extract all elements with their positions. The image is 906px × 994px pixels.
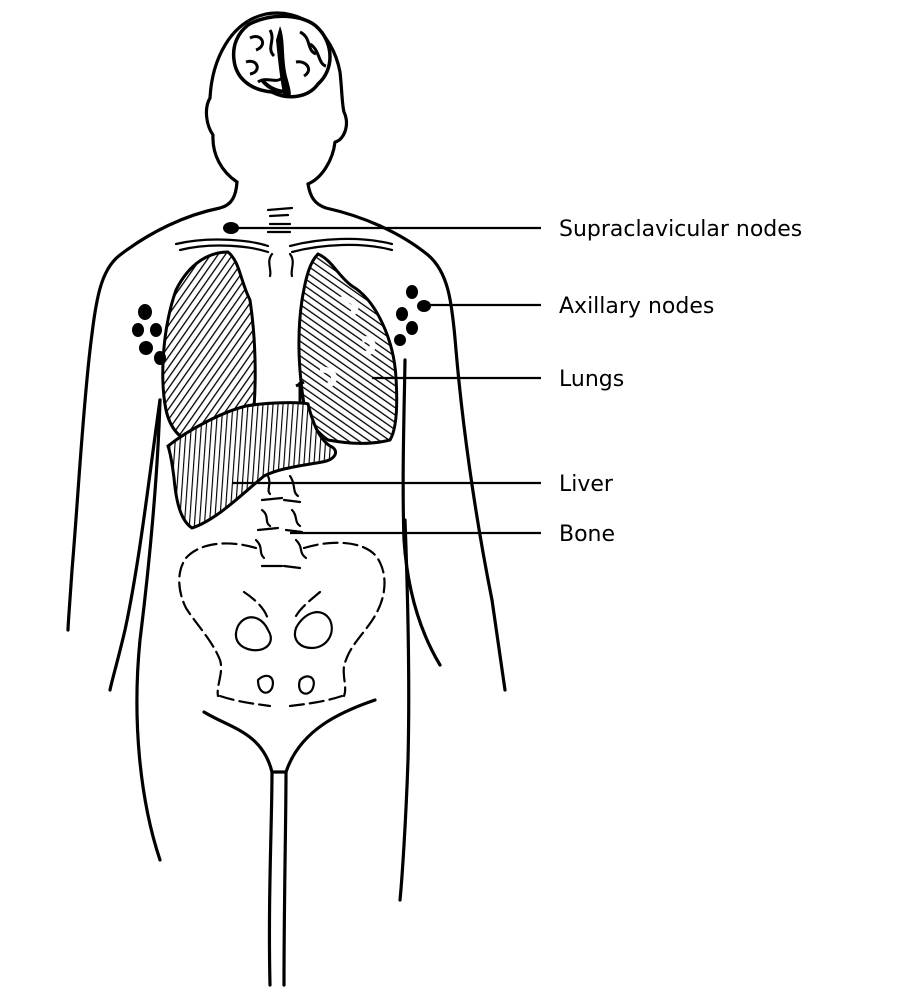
clavicle-outline [174,206,394,278]
label-liver: Liver [559,472,614,497]
leader-lines [232,226,541,535]
label-supraclavicular-nodes: Supraclavicular nodes [559,217,802,242]
brain-icon [231,14,332,99]
label-bone: Bone [559,522,615,547]
pelvis-icon [178,541,386,708]
liver-icon [166,380,338,530]
labels: Supraclavicular nodes Axillary nodes Lun… [559,217,802,547]
label-lungs: Lungs [559,367,624,392]
lymph-node-icon [132,222,431,365]
label-axillary-nodes: Axillary nodes [559,294,714,319]
body-outline [66,11,507,987]
spine-icon [254,474,308,570]
lung-icon [161,250,399,446]
